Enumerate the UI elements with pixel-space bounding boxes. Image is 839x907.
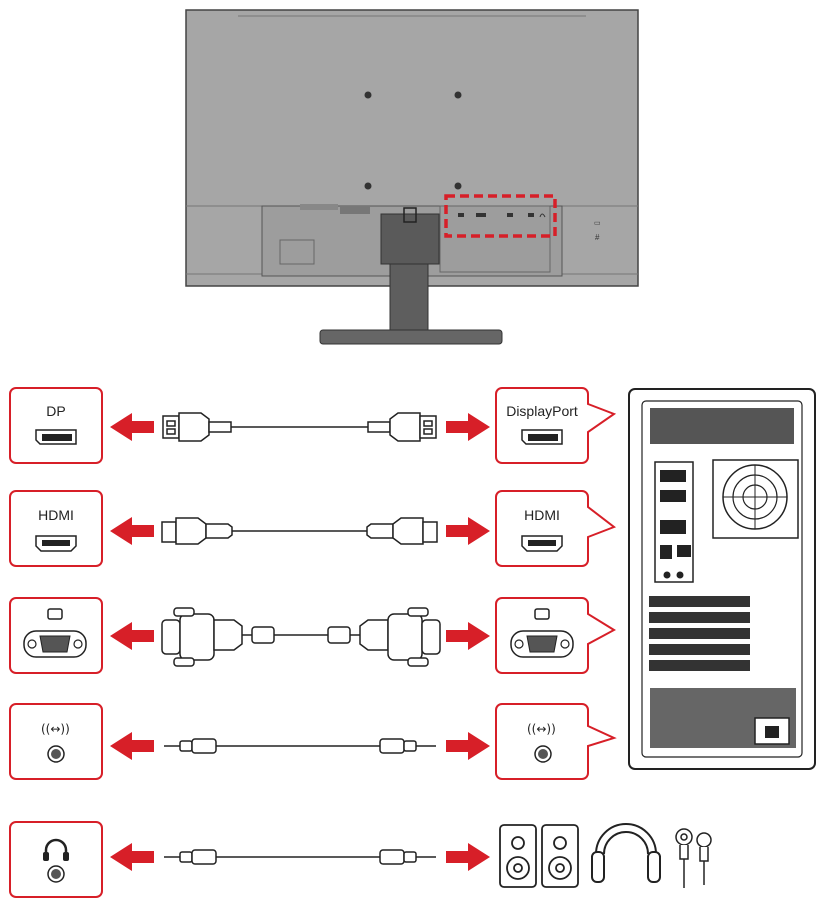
vesa-screw [365,183,372,190]
label-hdmi-left: HDMI [38,507,74,523]
svg-text:#: # [595,233,600,242]
arrow-left [110,517,154,545]
earbuds-icon [676,829,711,888]
stand-base [320,330,502,344]
pc-tower-icon [629,389,815,769]
displayport-port-icon [36,430,76,444]
panel-audio-in [10,704,102,779]
label-displayport: DisplayPort [506,403,578,419]
arrow-left [110,732,154,760]
audio-cable [164,739,436,753]
headphone-cable [164,850,436,864]
vesa-screw [455,183,462,190]
headset-icon [592,824,660,882]
displayport-port-icon [522,430,562,444]
arrow-left [110,413,154,441]
hdmi-port-icon [522,536,562,551]
arrow-right [446,622,490,650]
vesa-screw [365,92,372,99]
arrow-left [110,843,154,871]
label-hdmi-right: HDMI [524,507,560,523]
callout-audio [496,704,614,779]
vga-cable [162,608,440,666]
svg-text:((↔)): ((↔)) [41,722,70,736]
arrow-left [110,622,154,650]
hdmi-cable [162,518,437,544]
svg-text:((↔)): ((↔)) [527,722,556,736]
source-port-panels: DisplayPort HDMI ((↔)) [496,388,614,779]
panel-hdmi [10,491,102,566]
panel-dp [10,388,102,463]
vesa-screw [455,92,462,99]
speaker-icon [542,825,578,887]
monitor-back: ▭ # [186,10,638,344]
speaker-icon [500,825,536,887]
dp-cable [163,413,436,441]
svg-text:▭: ▭ [594,220,601,227]
panel-headphone [10,822,102,897]
callout-displayport [496,388,614,463]
label-dp: DP [46,403,65,419]
callout-hdmi [496,491,614,566]
arrow-right [446,413,490,441]
arrow-right [446,843,490,871]
monitor-port-panels: DP HDMI ((↔)) [10,388,102,897]
hdmi-port-icon [36,536,76,551]
arrow-right [446,732,490,760]
arrow-right [446,517,490,545]
